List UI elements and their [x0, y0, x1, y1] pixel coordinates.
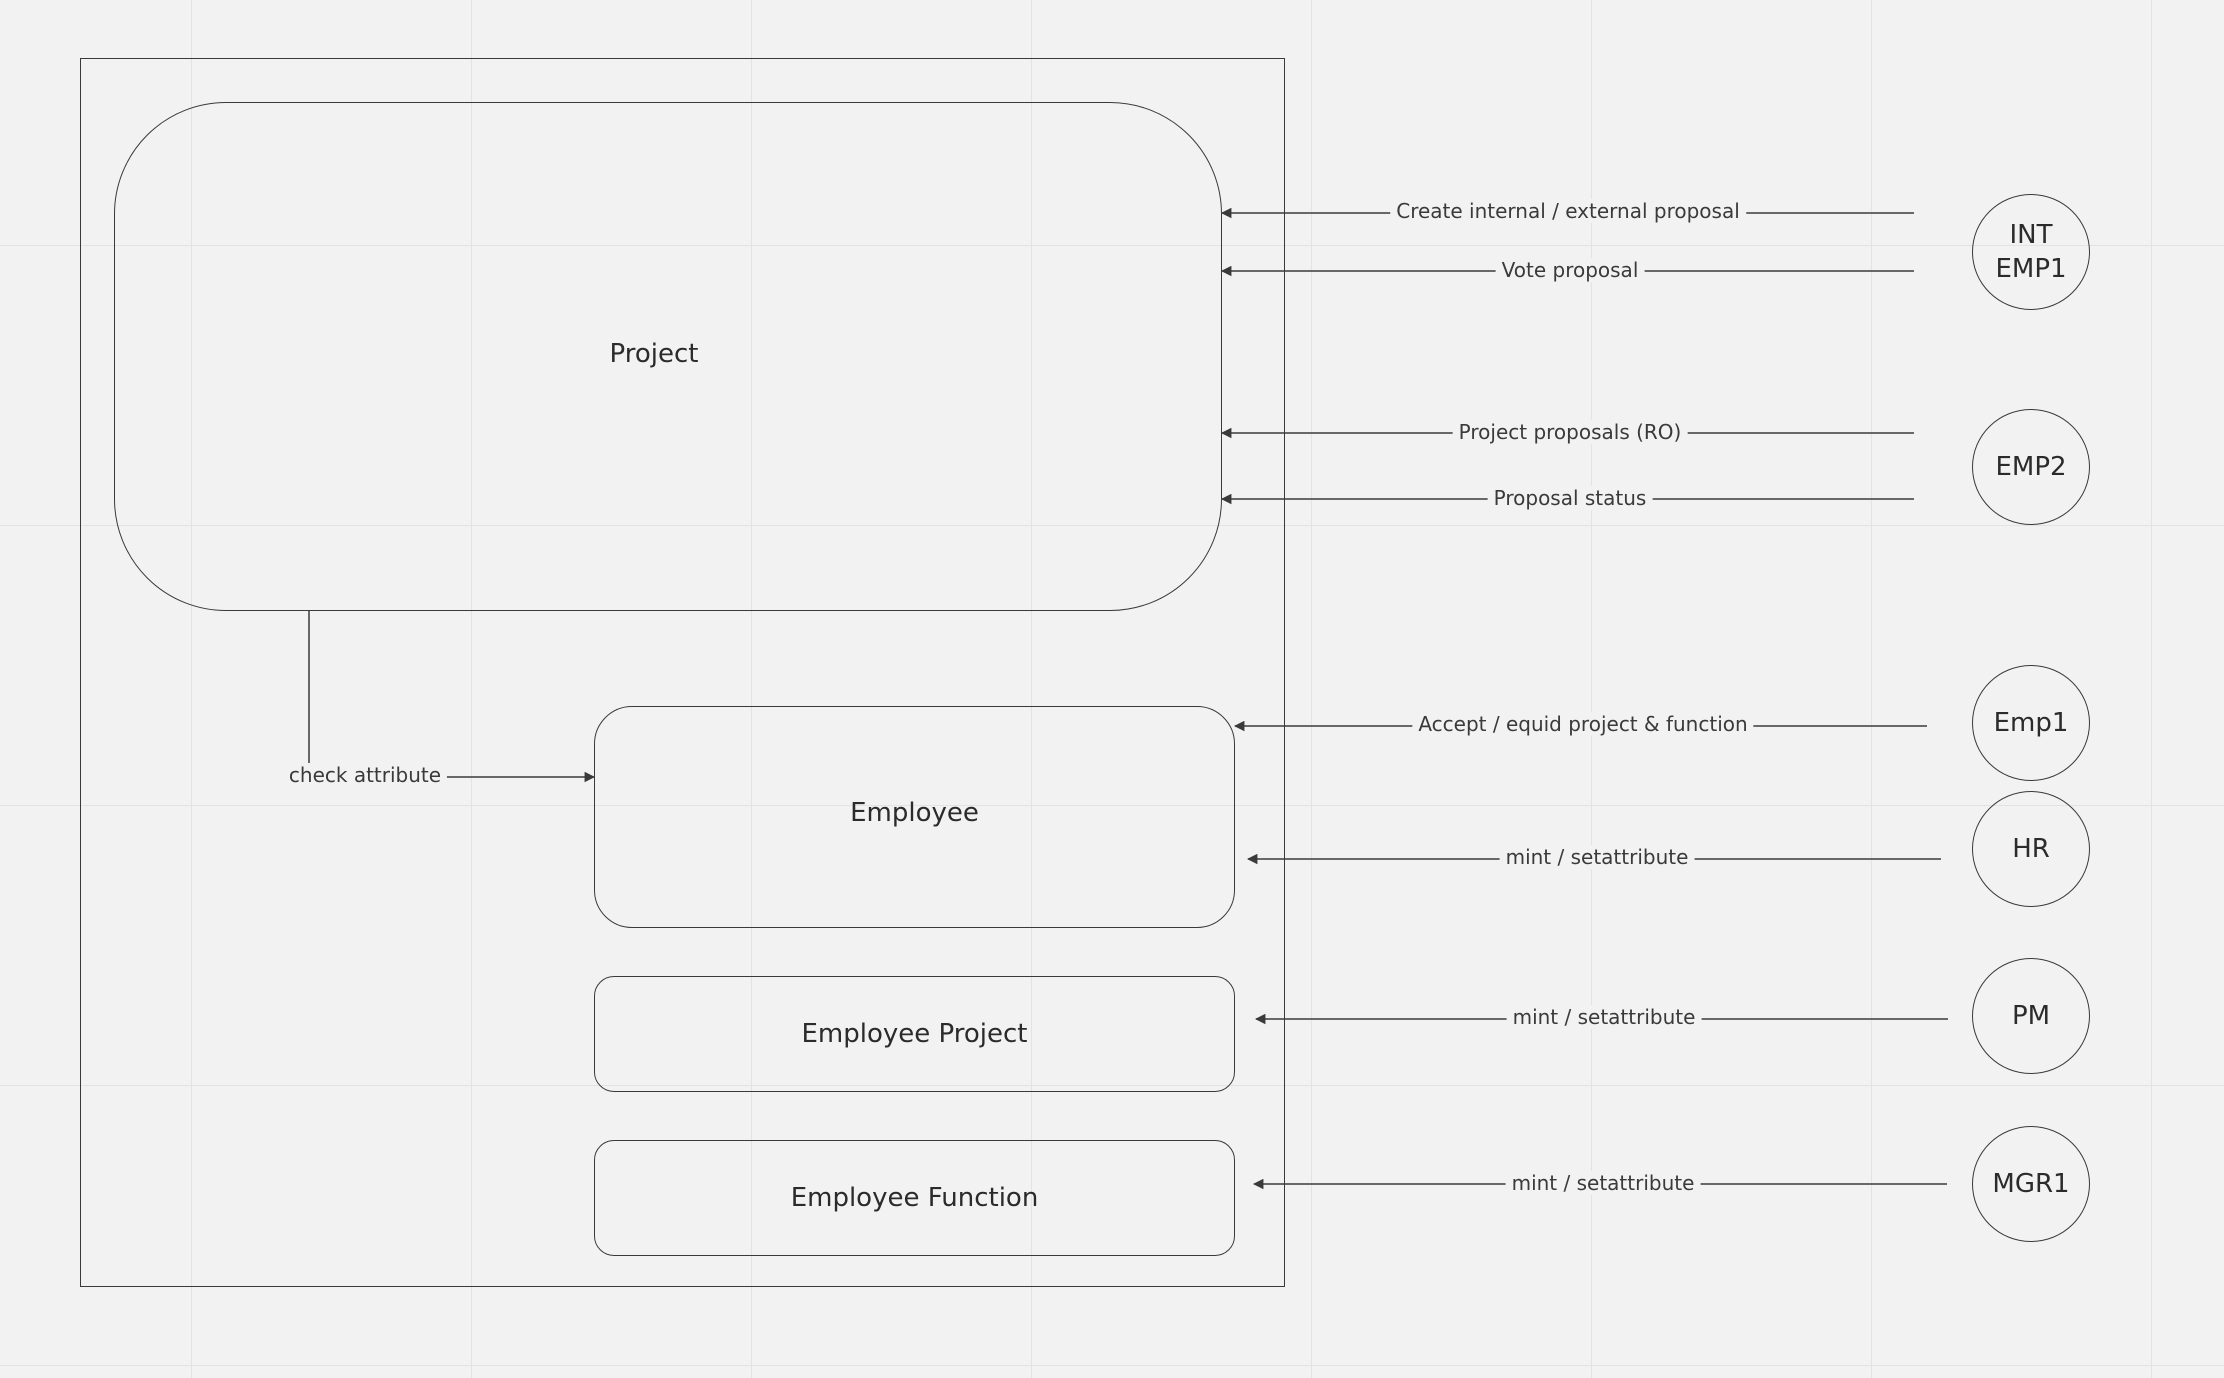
employee-node[interactable]: Employee	[594, 706, 1235, 928]
actor-mgr1-label: MGR1	[1992, 1169, 2070, 1199]
actor-int-emp1-line2: EMP1	[1995, 254, 2067, 284]
label-hr-mint: mint / setattribute	[1499, 845, 1695, 869]
employee-project-node[interactable]: Employee Project	[594, 976, 1235, 1092]
actor-emp2[interactable]: EMP2	[1972, 409, 2090, 525]
employee-label: Employee	[850, 798, 979, 828]
actor-emp1-label: Emp1	[1993, 708, 2069, 738]
label-mgr-mint: mint / setattribute	[1505, 1171, 1701, 1195]
label-accept-equid: Accept / equid project & function	[1412, 712, 1754, 736]
actor-pm[interactable]: PM	[1972, 958, 2090, 1074]
actor-hr[interactable]: HR	[1972, 791, 2090, 907]
label-project-proposals: Project proposals (RO)	[1452, 420, 1688, 444]
label-proposal-status: Proposal status	[1487, 486, 1653, 510]
employee-project-label: Employee Project	[801, 1019, 1028, 1049]
actor-pm-label: PM	[2011, 1001, 2051, 1031]
actor-hr-label: HR	[2012, 834, 2050, 864]
project-node[interactable]: Project	[114, 102, 1222, 611]
actor-emp2-label: EMP2	[1995, 452, 2067, 482]
actor-mgr1[interactable]: MGR1	[1972, 1126, 2090, 1242]
employee-function-label: Employee Function	[790, 1183, 1039, 1213]
actor-int-emp1[interactable]: INT EMP1	[1972, 194, 2090, 310]
label-vote-proposal: Vote proposal	[1495, 258, 1645, 282]
label-pm-mint: mint / setattribute	[1506, 1005, 1702, 1029]
label-create-proposal: Create internal / external proposal	[1390, 199, 1746, 223]
system-boundary[interactable]	[80, 58, 1285, 1287]
actor-int-emp1-line1: INT	[2009, 220, 2053, 250]
project-label: Project	[609, 338, 699, 369]
label-check-attribute: check attribute	[282, 763, 448, 787]
employee-function-node[interactable]: Employee Function	[594, 1140, 1235, 1256]
actor-emp1[interactable]: Emp1	[1972, 665, 2090, 781]
